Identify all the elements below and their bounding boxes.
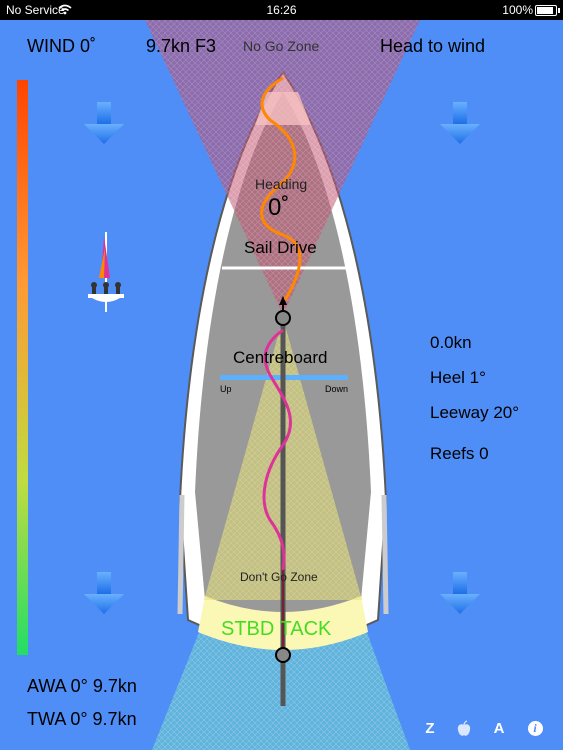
sail-drive-label: Sail Drive <box>244 238 317 257</box>
wind-arrow-icon <box>440 572 480 614</box>
info-icon: i <box>527 721 543 736</box>
heel-indicator-icon <box>88 232 124 312</box>
true-wind-readout: TWA 0° 9.7kn <box>27 709 137 729</box>
mast-pivot[interactable] <box>275 310 291 326</box>
dont-go-zone-label: Don't Go Zone <box>240 570 318 584</box>
zoom-button[interactable]: Z <box>425 720 435 737</box>
clock: 16:26 <box>266 3 297 17</box>
sailing-scene[interactable] <box>0 20 563 750</box>
point-of-sail: Head to wind <box>380 36 486 56</box>
centreboard-up-label: Up <box>220 384 232 394</box>
centreboard-down-label: Down <box>325 384 349 394</box>
leeway-readout: Leeway 20° <box>430 403 520 422</box>
rudder-pivot[interactable] <box>275 647 291 663</box>
apple-button[interactable] <box>453 718 475 740</box>
boat-speed: 0.0kn <box>430 333 472 352</box>
heading-label: Heading <box>255 176 308 192</box>
heading-arrow <box>279 296 287 305</box>
wind-direction: WIND 0˚ <box>27 36 96 56</box>
wind-speed: 9.7kn F3 <box>146 36 217 56</box>
wind-strength-bar <box>17 80 28 655</box>
heel-readout: Heel 1° <box>430 368 486 387</box>
auto-button[interactable]: A <box>493 720 505 737</box>
sail-line <box>260 76 302 301</box>
wifi-icon <box>58 4 72 15</box>
battery-icon <box>535 5 560 16</box>
apparent-wind-readout: AWA 0° 9.7kn <box>27 676 137 696</box>
centreboard-label: Centreboard <box>233 348 328 367</box>
tack-button[interactable]: STBD TACK <box>221 618 332 640</box>
wind-arrow-icon <box>440 102 480 144</box>
wind-arrow-icon <box>84 572 124 614</box>
no-go-zone-label: No Go Zone <box>243 38 320 54</box>
apple-icon <box>457 720 471 736</box>
status-bar: No Service 16:26 100% <box>0 0 563 20</box>
reefs-button[interactable]: Reefs 0 <box>430 444 489 463</box>
heading-value: 0˚ <box>268 194 290 221</box>
battery-percent: 100% <box>502 3 533 17</box>
wake-line <box>262 328 293 571</box>
info-button[interactable]: i <box>524 718 546 740</box>
wind-arrow-icon <box>84 102 124 144</box>
carrier-label: No Service <box>6 3 65 17</box>
